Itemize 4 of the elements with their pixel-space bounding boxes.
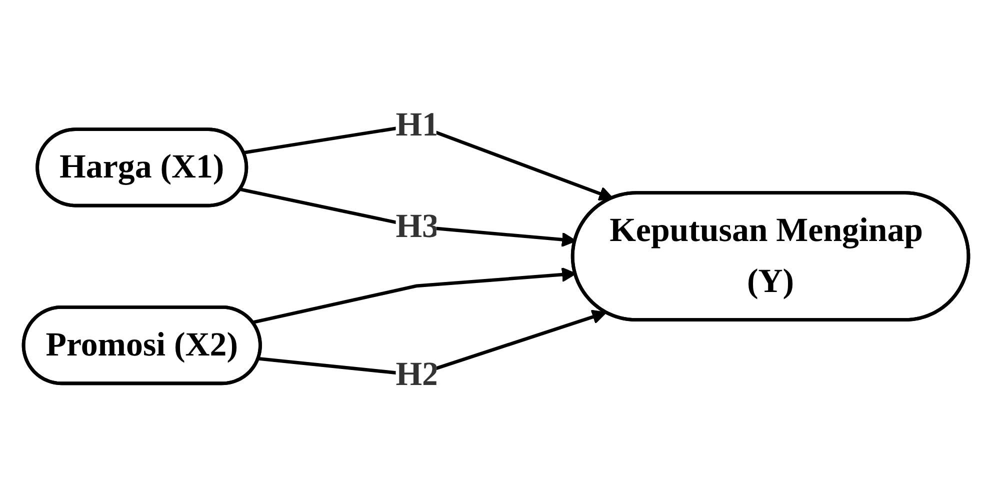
edge-label: H2 (396, 356, 438, 394)
edge-label: H3 (396, 208, 438, 246)
edge-label: H1 (396, 106, 438, 144)
arrow (258, 310, 607, 377)
